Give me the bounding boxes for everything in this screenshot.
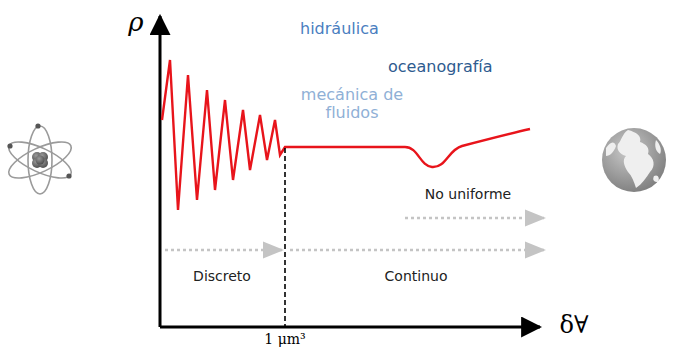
y-axis: [159, 16, 162, 327]
density-curve: [405, 129, 530, 167]
axis-label: δ∀: [560, 312, 589, 340]
range-label: Discreto: [193, 268, 251, 284]
field-label: mecánica de fluidos: [292, 86, 412, 123]
density-curve: [162, 60, 405, 210]
x-axis: [160, 326, 540, 329]
axis-label: ρ: [128, 8, 143, 38]
range-arrow: [405, 217, 544, 219]
range-label: Continuo: [385, 268, 448, 284]
range-label: No uniforme: [425, 186, 511, 202]
threshold-label: 1 μm³: [264, 331, 305, 347]
range-arrow: [290, 249, 544, 251]
atom-icon: [4, 123, 76, 194]
globe-icon: [602, 128, 666, 192]
threshold-line: [284, 148, 286, 327]
field-label: hidráulica: [300, 20, 379, 38]
range-arrow: [165, 249, 282, 251]
field-label: oceanografía: [388, 58, 493, 76]
